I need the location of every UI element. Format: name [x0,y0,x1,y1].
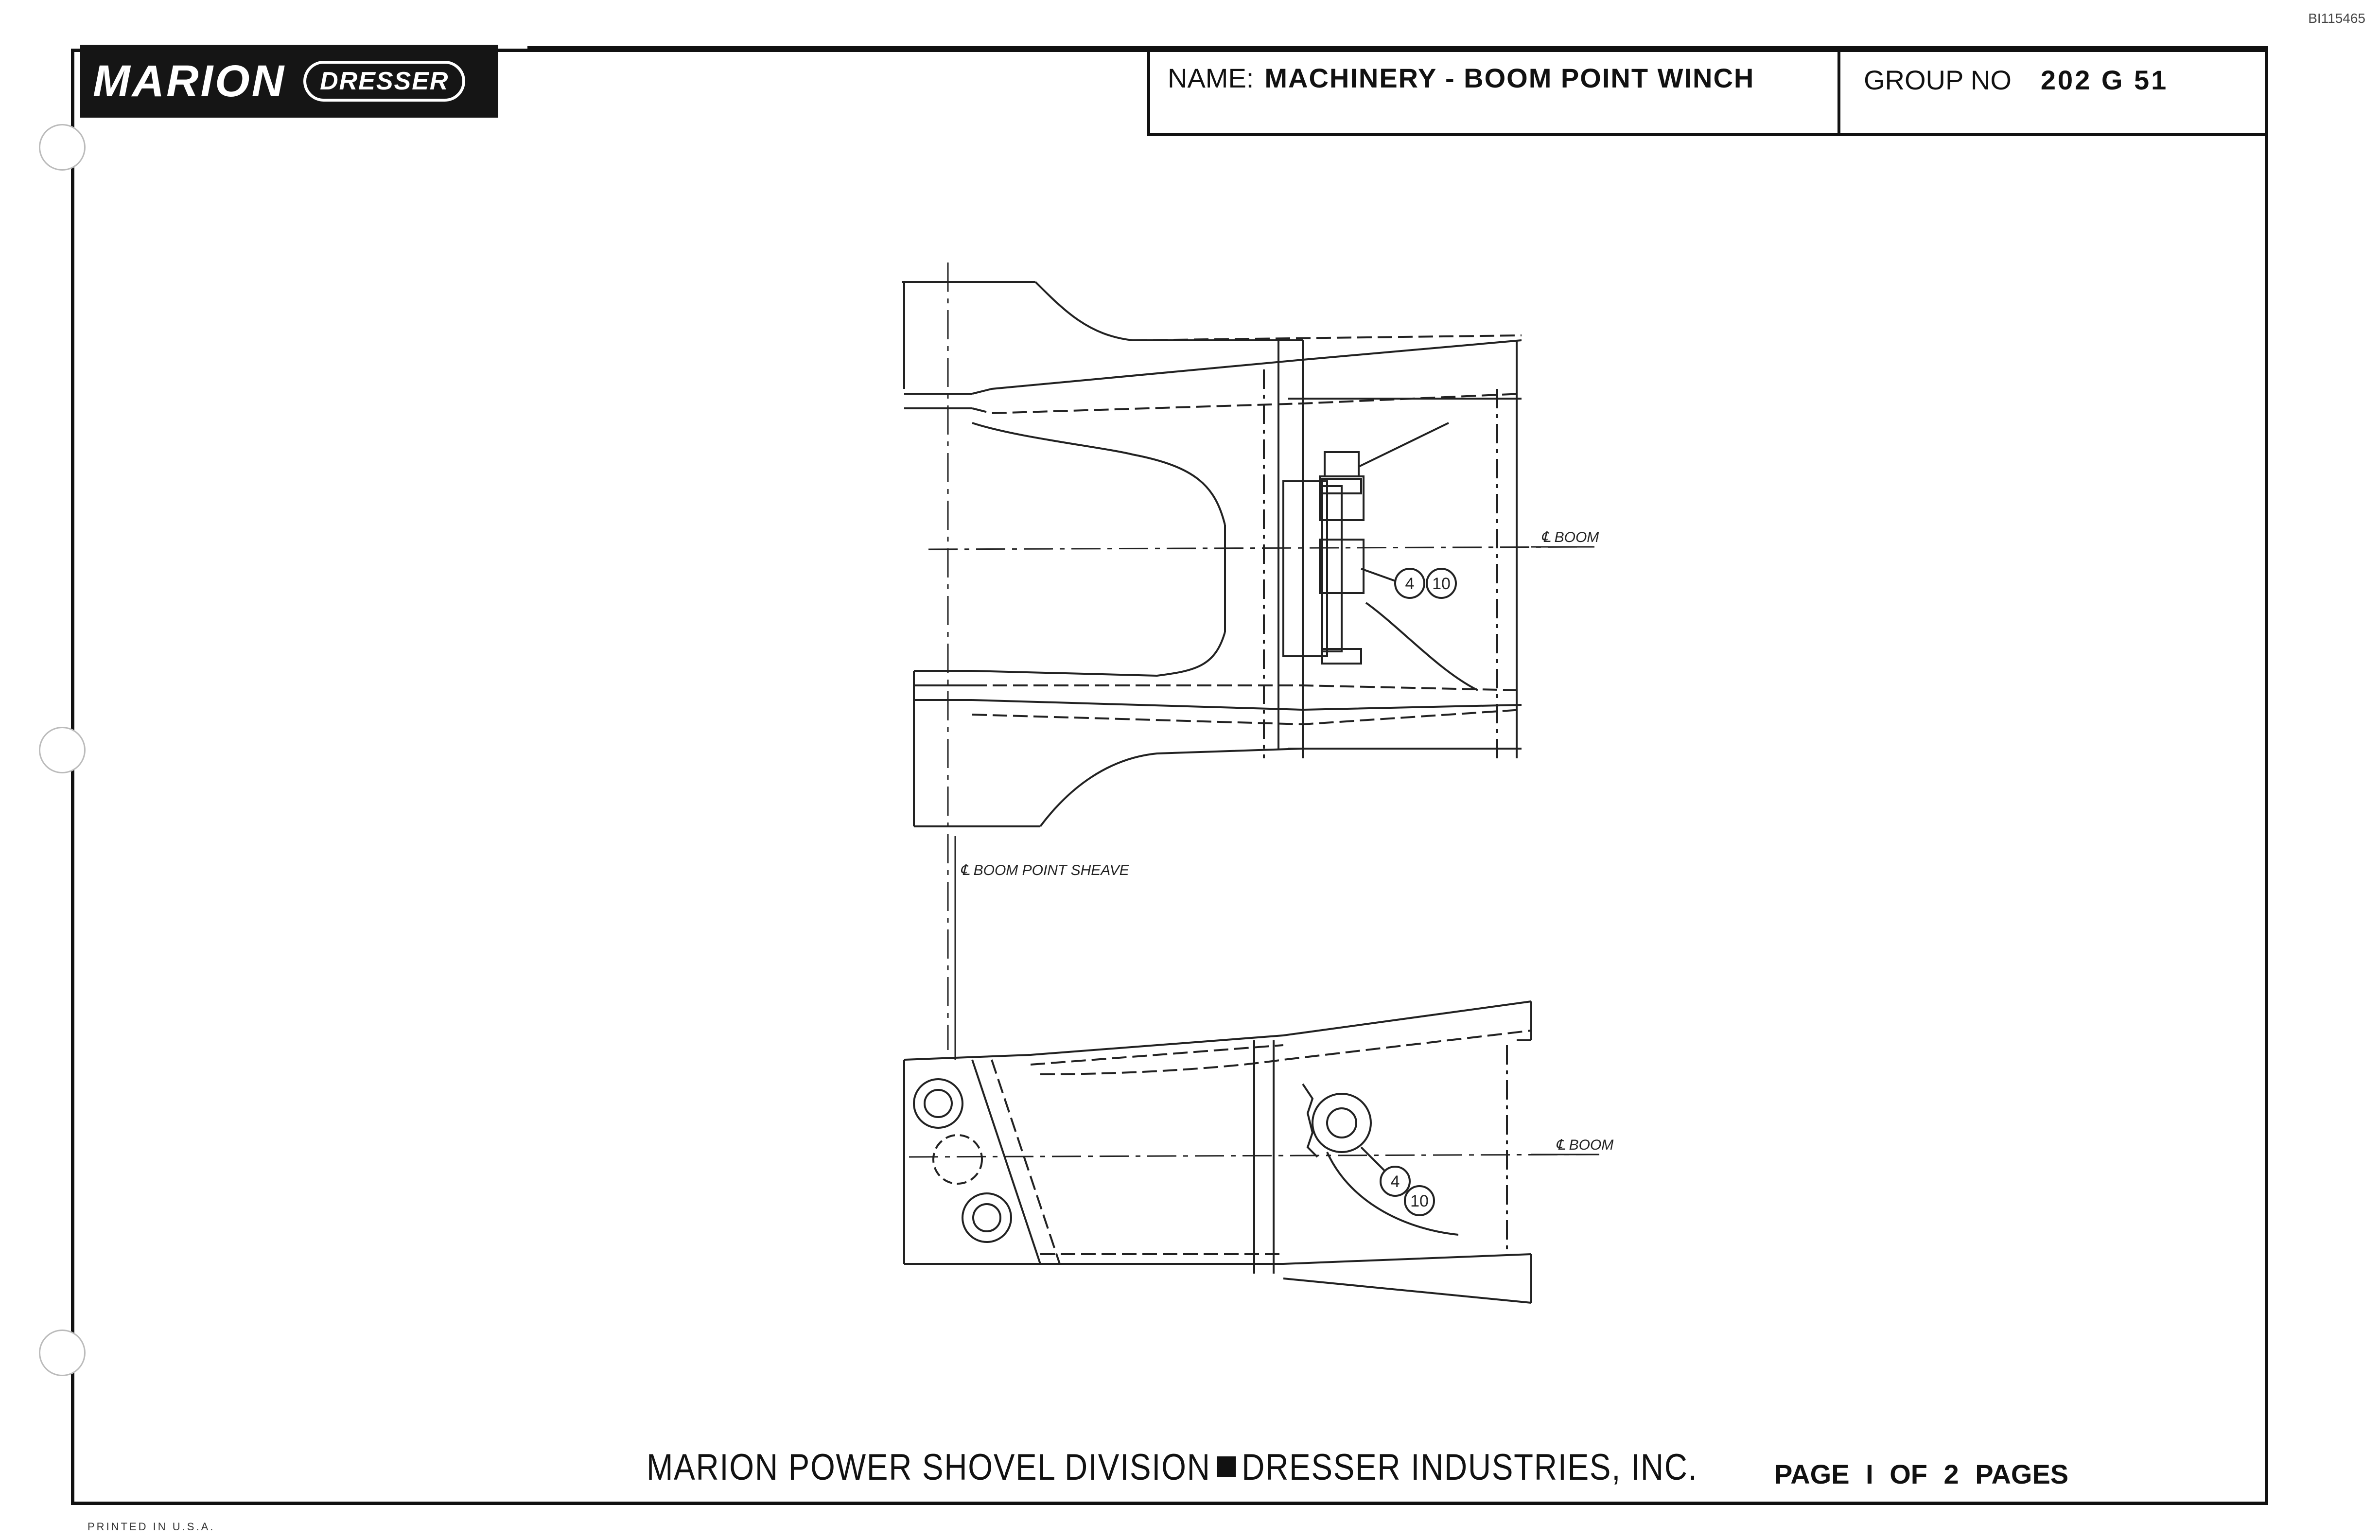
footer-page-number: PAGE I OF 2 PAGES [1774,1459,2069,1489]
printed-in-usa: PRINTED IN U.S.A. [88,1521,215,1533]
drawing-frame [71,49,2268,1505]
punch-hole-middle [39,727,86,773]
callout-circle-c [1380,1166,1411,1197]
bottom-view [903,1000,1599,1304]
callout-text-a: 4 [1405,575,1415,593]
footer-division: MARION POWER SHOVEL DIVISION DRESSER INDU… [647,1446,1698,1488]
callout-circle-a [1394,568,1425,599]
name-label: NAME: [1168,63,1254,93]
label-boom-bottom: ℄ BOOM [1556,1137,1613,1153]
document-id: BI115465 [2308,11,2365,26]
callout-text-b: 10 [1432,575,1451,593]
title-block: NAME: MACHINERY - BOOM POINT WINCH GROUP… [1147,49,2268,136]
callout-circle-d [1404,1185,1435,1216]
punch-hole-top [39,124,86,171]
group-value: 202 G 51 [2040,65,2169,95]
group-label: GROUP NO [1864,65,2012,95]
logo-dresser-text: DRESSER [303,61,466,102]
label-boom-point-sheave: ℄ BOOM POINT SHEAVE [960,862,1130,878]
top-view [902,262,1594,1060]
label-boom-top: ℄ BOOM [1541,529,1599,545]
separator-square-icon [1216,1456,1236,1477]
title-name-cell: NAME: MACHINERY - BOOM POINT WINCH [1150,49,1840,133]
footer-division-right: DRESSER INDUSTRIES, INC. [1242,1447,1698,1488]
title-group-cell: GROUP NO 202 G 51 [1840,49,2265,133]
callout-text-d: 10 [1410,1192,1429,1210]
logo-marion-text: MARION [93,56,286,106]
callout-circle-b [1426,568,1457,599]
marion-dresser-logo: MARION DRESSER [80,45,498,118]
callout-text-c: 4 [1391,1172,1400,1191]
top-rule [527,46,2268,50]
name-value: MACHINERY - BOOM POINT WINCH [1264,63,1755,93]
footer-division-left: MARION POWER SHOVEL DIVISION [647,1447,1211,1488]
punch-hole-bottom [39,1330,86,1376]
